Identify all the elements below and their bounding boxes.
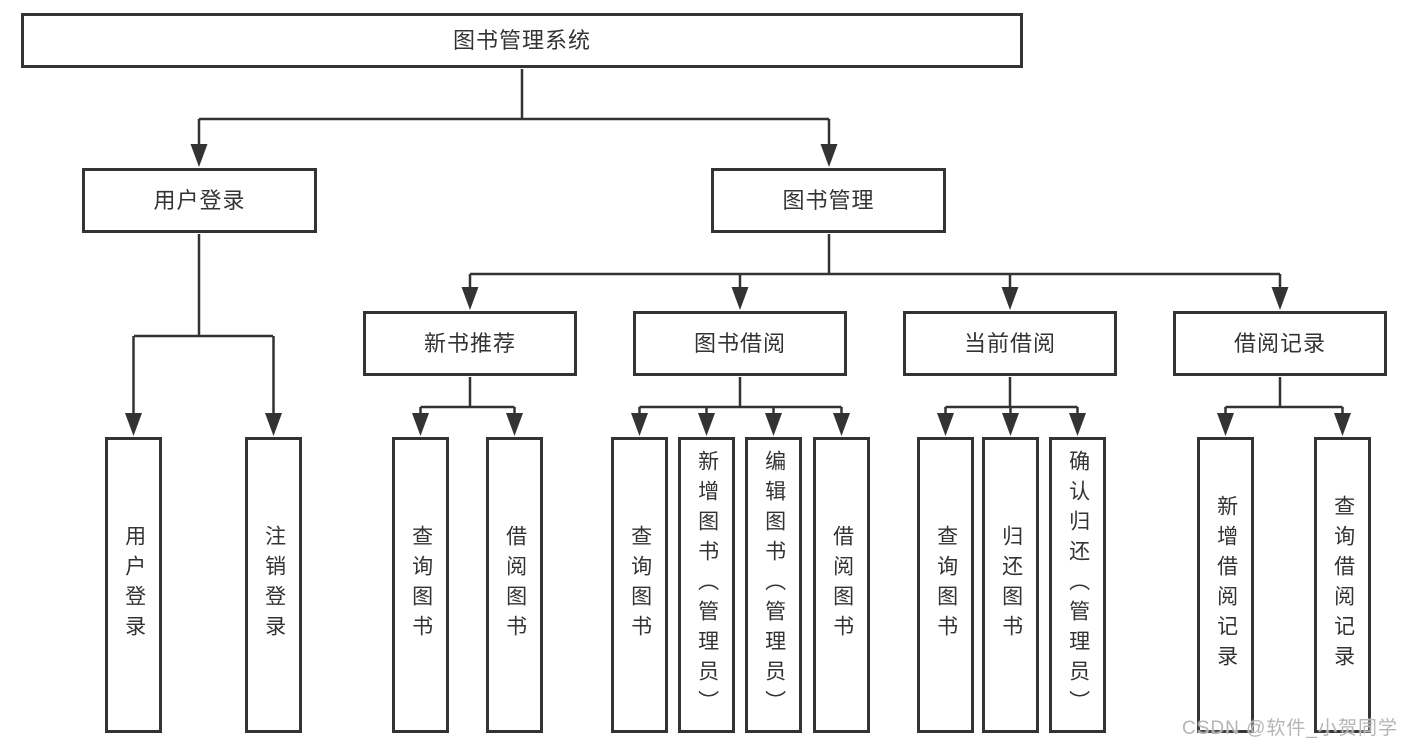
arrowhead bbox=[1334, 413, 1351, 436]
leaf-bb-add-books-admin: 新增图书（管理员） bbox=[678, 437, 735, 733]
leaf-br-add-borrow-record: 新增借阅记录 bbox=[1197, 437, 1254, 733]
leaf-cb-return-books: 归还图书 bbox=[982, 437, 1039, 733]
node-user-login: 用户登录 bbox=[82, 168, 317, 233]
node-current-borrowing: 当前借阅 bbox=[903, 311, 1117, 376]
arrowhead bbox=[1271, 287, 1289, 310]
leaf-bb-borrow-books: 借阅图书 bbox=[813, 437, 870, 733]
connector-borrowing-records bbox=[1224, 377, 1344, 418]
leaf-cb-query-books: 查询图书 bbox=[917, 437, 974, 733]
arrowhead bbox=[125, 413, 142, 436]
node-book-management: 图书管理 bbox=[711, 168, 946, 233]
arrowhead bbox=[412, 413, 429, 436]
leaf-logout: 注销登录 bbox=[245, 437, 302, 733]
node-new-book-recommendation: 新书推荐 bbox=[363, 311, 577, 376]
leaf-nbr-query-books: 查询图书 bbox=[392, 437, 449, 733]
leaf-cb-confirm-return-admin: 确认归还（管理员） bbox=[1049, 437, 1106, 733]
leaf-bb-query-books: 查询图书 bbox=[611, 437, 668, 733]
arrowhead bbox=[820, 144, 838, 167]
arrowhead bbox=[190, 144, 208, 167]
arrowhead bbox=[731, 287, 749, 310]
node-library-management-system: 图书管理系统 bbox=[21, 13, 1023, 68]
connector-current-borrowing bbox=[944, 377, 1079, 418]
leaf-user-login: 用户登录 bbox=[105, 437, 162, 733]
arrowhead bbox=[1217, 413, 1234, 436]
arrowhead bbox=[265, 413, 282, 436]
arrowhead bbox=[461, 287, 479, 310]
arrowhead bbox=[765, 413, 782, 436]
arrowhead bbox=[506, 413, 523, 436]
csdn-watermark: CSDN @软件_小贺同学 bbox=[1182, 718, 1398, 739]
node-book-borrowing: 图书借阅 bbox=[633, 311, 847, 376]
connector-user-login-to-children bbox=[132, 234, 275, 418]
arrowhead bbox=[833, 413, 850, 436]
leaf-nbr-borrow-books: 借阅图书 bbox=[486, 437, 543, 733]
connector-new-book-recommendation bbox=[419, 377, 516, 418]
arrowhead bbox=[1001, 287, 1019, 310]
arrowheads bbox=[125, 144, 1351, 436]
arrowhead bbox=[1002, 413, 1019, 436]
leaf-bb-edit-books-admin: 编辑图书（管理员） bbox=[745, 437, 802, 733]
arrowhead bbox=[1069, 413, 1086, 436]
leaf-br-query-borrow-record: 查询借阅记录 bbox=[1314, 437, 1371, 733]
connector-book-management-to-level3 bbox=[468, 234, 1282, 292]
node-borrowing-records: 借阅记录 bbox=[1173, 311, 1387, 376]
arrowhead bbox=[937, 413, 954, 436]
arrowhead bbox=[631, 413, 648, 436]
arrowhead bbox=[698, 413, 715, 436]
connector-root-to-level2 bbox=[197, 69, 831, 148]
connector-book-borrowing bbox=[638, 377, 843, 418]
